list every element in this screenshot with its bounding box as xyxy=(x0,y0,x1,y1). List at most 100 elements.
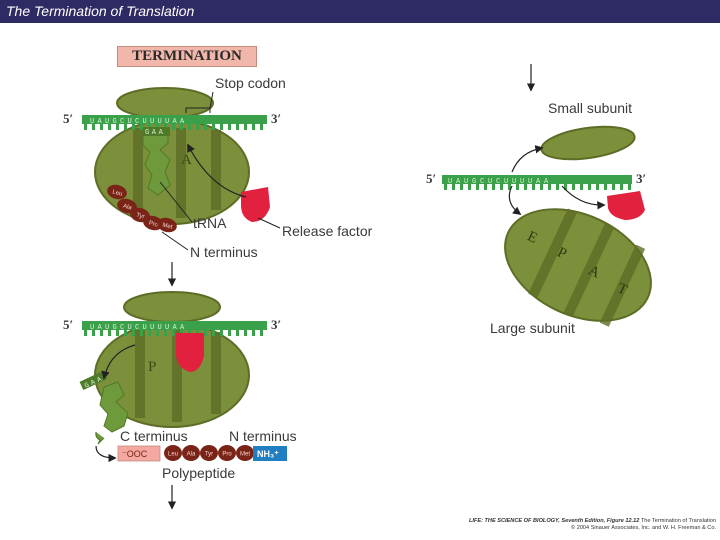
mrna-base-tooth xyxy=(492,184,495,190)
mrna-base-tooth xyxy=(220,330,223,336)
amino-acid-pro: Pro xyxy=(143,215,163,231)
amino-acid-label: Leu xyxy=(168,452,178,458)
mrna-base-tooth xyxy=(516,184,519,190)
stage-label: TERMINATION xyxy=(117,46,257,67)
mrna-base-tooth xyxy=(108,330,111,336)
mrna-base-tooth xyxy=(476,184,479,190)
top-trna xyxy=(142,129,171,196)
top-mrna xyxy=(82,115,267,124)
mrna-base-tooth xyxy=(460,184,463,190)
top-three-prime: 3′ xyxy=(271,111,281,126)
mrna-base-tooth xyxy=(444,184,447,190)
mrna-base-tooth xyxy=(236,330,239,336)
mrna-base-tooth xyxy=(204,124,207,130)
top-ribosome-group: UAUGCUCUUUUAA Stop codon 5′ 3′ GAA A Leu… xyxy=(63,75,373,260)
mrna-base-tooth xyxy=(524,184,527,190)
nh3-group xyxy=(253,446,287,461)
mrna-base-tooth xyxy=(452,184,455,190)
top-rf-arrow xyxy=(187,143,247,198)
c-terminus-label: C terminus xyxy=(120,428,188,444)
mrna-base-tooth xyxy=(252,124,255,130)
right-small-subunit xyxy=(540,125,636,161)
mrna-base-tooth xyxy=(156,330,159,336)
mrna-base-tooth xyxy=(252,330,255,336)
mrna-base-tooth xyxy=(84,330,87,336)
top-trna-label: tRNA xyxy=(193,215,227,231)
amino-acid-label: Pro xyxy=(222,452,232,458)
amino-acid-label: Met xyxy=(162,222,174,230)
middle-site-p: P xyxy=(148,359,156,375)
nh3-label: NH₃⁺ xyxy=(257,449,279,459)
middle-peptide-arrow xyxy=(95,445,117,463)
right-five-prime: 5′ xyxy=(426,171,436,186)
top-n-terminus-label: N terminus xyxy=(190,244,258,260)
amino-acid-label: Pro xyxy=(148,220,159,228)
mrna-base-tooth xyxy=(100,124,103,130)
mrna-base-tooth xyxy=(204,330,207,336)
mrna-base-tooth xyxy=(500,184,503,190)
top-mrna-sequence: UAUGCUCUUUUAA xyxy=(90,118,188,126)
middle-trna xyxy=(99,381,129,433)
mrna-base-tooth xyxy=(260,330,263,336)
mrna-base-tooth xyxy=(532,184,535,190)
mrna-base-tooth xyxy=(196,124,199,130)
amino-acid-met: Met xyxy=(157,217,177,233)
amino-acid-pro: Pro xyxy=(218,445,236,461)
amino-acid-leu: Leu xyxy=(107,184,127,200)
mrna-base-tooth xyxy=(124,124,127,130)
mrna-base-tooth xyxy=(484,184,487,190)
right-small-arrow xyxy=(511,145,544,173)
mrna-base-tooth xyxy=(132,124,135,130)
stop-codon-label: Stop codon xyxy=(215,75,286,91)
mrna-base-tooth xyxy=(612,184,615,190)
right-dissociation-group: Small subunit UAUGCUCUUUUAA 5′ 3′ E P A … xyxy=(426,64,652,336)
middle-release-factor xyxy=(176,333,204,372)
mrna-base-tooth xyxy=(260,124,263,130)
mrna-base-tooth xyxy=(540,184,543,190)
credit-caption: The Termination of Translation xyxy=(640,518,716,524)
mrna-base-tooth xyxy=(124,330,127,336)
amino-acid-label: Leu xyxy=(112,189,123,197)
mrna-base-tooth xyxy=(236,124,239,130)
mrna-base-tooth xyxy=(556,184,559,190)
mrna-base-tooth xyxy=(468,184,471,190)
middle-trna-arrow xyxy=(101,344,136,380)
title-bar: The Termination of Translation xyxy=(0,0,720,23)
middle-mrna xyxy=(82,321,267,330)
top-small-subunit xyxy=(116,87,214,119)
amino-acid-leu: Leu xyxy=(164,445,182,461)
mrna-base-tooth xyxy=(564,184,567,190)
cooh-label: ⁻OOC xyxy=(122,449,148,459)
amino-acid-label: Met xyxy=(240,452,250,458)
figure-credit: LIFE: THE SCIENCE OF BIOLOGY, Seventh Ed… xyxy=(380,518,716,532)
termination-diagram: UAUGCUCUUUUAA Stop codon 5′ 3′ GAA A Leu… xyxy=(63,64,652,510)
mrna-base-tooth xyxy=(108,124,111,130)
mrna-base-tooth xyxy=(508,184,511,190)
mrna-base-tooth xyxy=(228,124,231,130)
mrna-base-tooth xyxy=(140,124,143,130)
mrna-base-tooth xyxy=(140,330,143,336)
stop-codon-bracket xyxy=(185,107,211,113)
mrna-base-tooth xyxy=(228,330,231,336)
mrna-base-tooth xyxy=(172,330,175,336)
mrna-base-tooth xyxy=(116,124,119,130)
page-title: The Termination of Translation xyxy=(6,3,195,19)
mrna-base-tooth xyxy=(244,330,247,336)
right-three-prime: 3′ xyxy=(636,171,646,186)
mrna-base-tooth xyxy=(572,184,575,190)
middle-five-prime: 5′ xyxy=(63,317,73,332)
mrna-base-tooth xyxy=(100,330,103,336)
top-large-subunit xyxy=(94,119,250,225)
mrna-base-tooth xyxy=(596,184,599,190)
mrna-base-tooth xyxy=(212,330,215,336)
mrna-base-tooth xyxy=(164,330,167,336)
mrna-base-tooth xyxy=(172,124,175,130)
credit-figure: Figure 12.12 xyxy=(606,518,640,524)
amino-acid-met: Met xyxy=(236,445,254,461)
credit-copyright: © 2004 Sinauer Associates, Inc. and W. H… xyxy=(571,525,716,531)
polypeptide-label: Polypeptide xyxy=(162,465,235,481)
right-release-factor xyxy=(607,191,645,220)
mrna-base-tooth xyxy=(212,124,215,130)
mrna-base-tooth xyxy=(148,330,151,336)
